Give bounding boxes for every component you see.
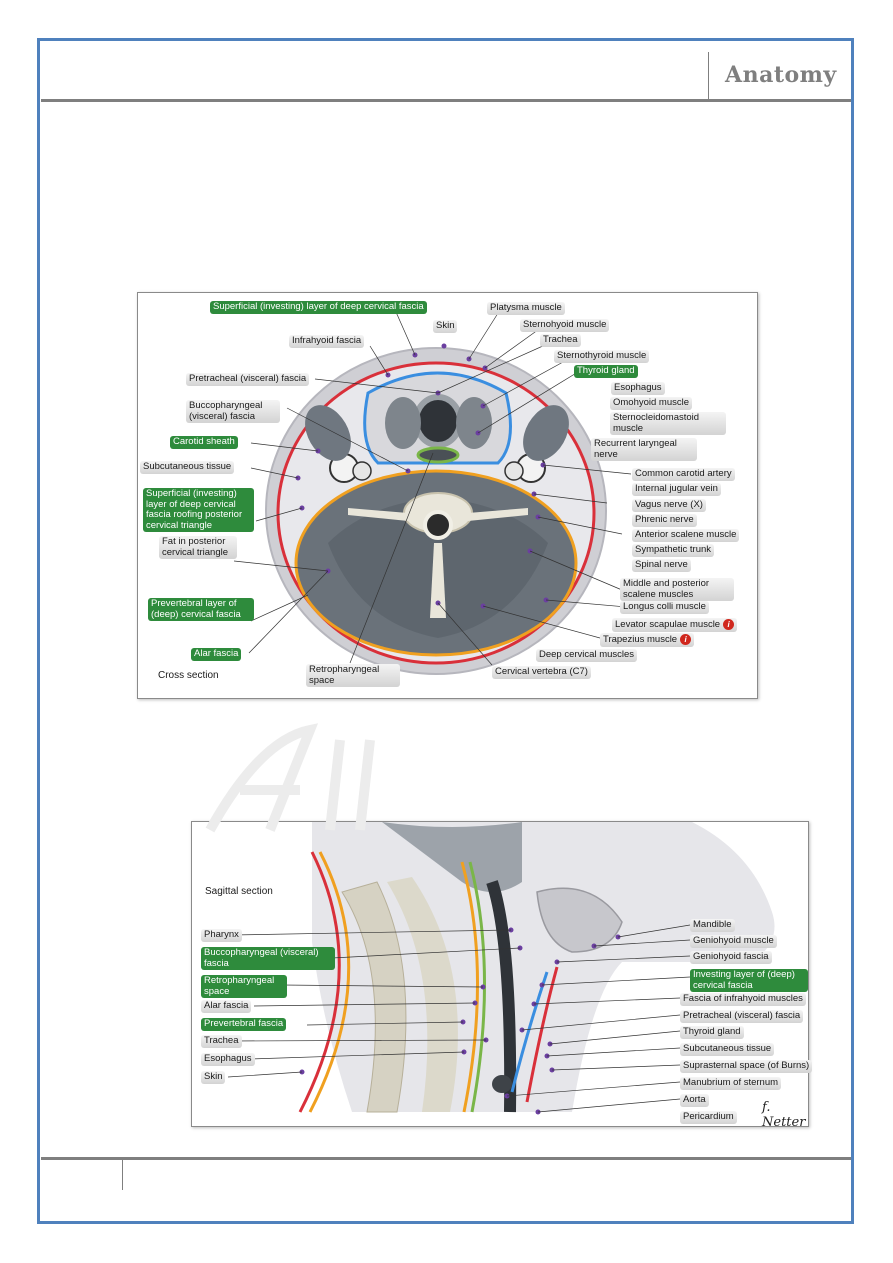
levator-scapulae-text: Levator scapulae muscle: [615, 619, 721, 631]
label-cervical-vertebra: Cervical vertebra (C7): [492, 666, 591, 679]
label-phrenic: Phrenic nerve: [632, 514, 697, 527]
label-geniohyoid-fascia: Geniohyoid fascia: [690, 951, 772, 964]
label-deep-cervical: Deep cervical muscles: [536, 649, 638, 662]
label-anterior-scalene: Anterior scalene muscle: [632, 529, 740, 542]
header-rule: [41, 99, 851, 102]
sagittal-section-illustration: [227, 822, 775, 1115]
label-omohyoid: Omohyoid muscle: [610, 397, 693, 410]
info-icon[interactable]: i: [723, 619, 735, 630]
header-divider: [708, 52, 709, 99]
info-icon[interactable]: i: [680, 634, 692, 645]
label-superficial-posterior: Superficial (investing) layer of deep ce…: [143, 488, 254, 532]
label-sternohyoid: Sternohyoid muscle: [520, 319, 610, 332]
label-retropharyngeal: Retropharyngeal space: [306, 664, 400, 687]
label-esophagus: Esophagus: [611, 382, 665, 395]
label-mandible: Mandible: [690, 919, 735, 932]
label-carotid-sheath: Carotid sheath: [170, 436, 238, 449]
label-subcutaneous: Subcutaneous tissue: [140, 461, 235, 474]
label-alar: Alar fascia: [201, 1000, 252, 1013]
label-vagus: Vagus nerve (X): [632, 499, 706, 512]
label-skin: Skin: [201, 1071, 226, 1084]
label-subcutaneous: Subcutaneous tissue: [680, 1043, 775, 1056]
label-pretracheal: Pretracheal (visceral) fascia: [680, 1010, 804, 1023]
sagittal-section-caption: Sagittal section: [205, 886, 273, 897]
label-pericardium: Pericardium: [680, 1111, 737, 1124]
label-scm: Sternocleidomastoid muscle: [610, 412, 726, 435]
label-aorta: Aorta: [680, 1094, 709, 1107]
cross-section-figure: Superficial (investing) layer of deep ce…: [137, 292, 758, 699]
label-prevertebral: Prevertebral fascia: [201, 1018, 287, 1031]
label-middle-posterior-scalene: Middle and posterior scalene muscles: [620, 578, 734, 601]
label-sternothyroid: Sternothyroid muscle: [554, 350, 650, 363]
page-border: [37, 38, 854, 1224]
label-pharynx: Pharynx: [201, 929, 242, 942]
label-internal-jugular: Internal jugular vein: [632, 483, 721, 496]
label-buccopharyngeal: Buccopharyngeal (visceral) fascia: [201, 947, 335, 970]
label-skin: Skin: [433, 320, 458, 333]
label-geniohyoid-muscle: Geniohyoid muscle: [690, 935, 777, 948]
label-sympathetic: Sympathetic trunk: [632, 544, 715, 557]
footer-rule: [41, 1157, 851, 1160]
label-thyroid: Thyroid gland: [574, 365, 638, 378]
label-prevertebral: Prevertebral layer of (deep) cervical fa…: [148, 598, 254, 621]
label-trachea: Trachea: [201, 1035, 242, 1048]
header-title: Anatomy: [725, 62, 837, 88]
label-thyroid: Thyroid gland: [680, 1026, 744, 1039]
label-pretracheal: Pretracheal (visceral) fascia: [186, 373, 310, 386]
cross-section-caption: Cross section: [158, 670, 219, 681]
label-manubrium: Manubrium of sternum: [680, 1077, 782, 1090]
label-esophagus: Esophagus: [201, 1053, 255, 1066]
label-superficial-layer: Superficial (investing) layer of deep ce…: [210, 301, 427, 314]
label-platysma: Platysma muscle: [487, 302, 565, 315]
artist-signature: f. Netter: [762, 1100, 806, 1130]
label-buccopharyngeal: Buccopharyngeal (visceral) fascia: [186, 400, 280, 423]
label-longus-colli: Longus colli muscle: [620, 601, 709, 614]
sagittal-section-figure: Sagittal section Pharynx Buccopharyngeal…: [191, 821, 813, 1130]
label-spinal-nerve: Spinal nerve: [632, 559, 691, 572]
label-fascia-infrahyoid: Fascia of infrahyoid muscles: [680, 993, 806, 1006]
label-fat-posterior: Fat in posterior cervical triangle: [159, 536, 237, 559]
label-common-carotid: Common carotid artery: [632, 468, 735, 481]
label-suprasternal: Suprasternal space (of Burns): [680, 1060, 813, 1073]
cross-section-illustration: [233, 309, 639, 675]
footer-divider: [122, 1160, 123, 1190]
label-investing-layer: Investing layer of (deep) cervical fasci…: [690, 969, 808, 992]
label-recurrent-laryngeal: Recurrent laryngeal nerve: [591, 438, 697, 461]
label-alar: Alar fascia: [191, 648, 242, 661]
trapezius-text: Trapezius muscle: [603, 634, 678, 646]
label-trachea: Trachea: [540, 334, 581, 347]
label-infrahyoid-fascia: Infrahyoid fascia: [289, 335, 365, 348]
label-retropharyngeal: Retropharyngeal space: [201, 975, 287, 998]
